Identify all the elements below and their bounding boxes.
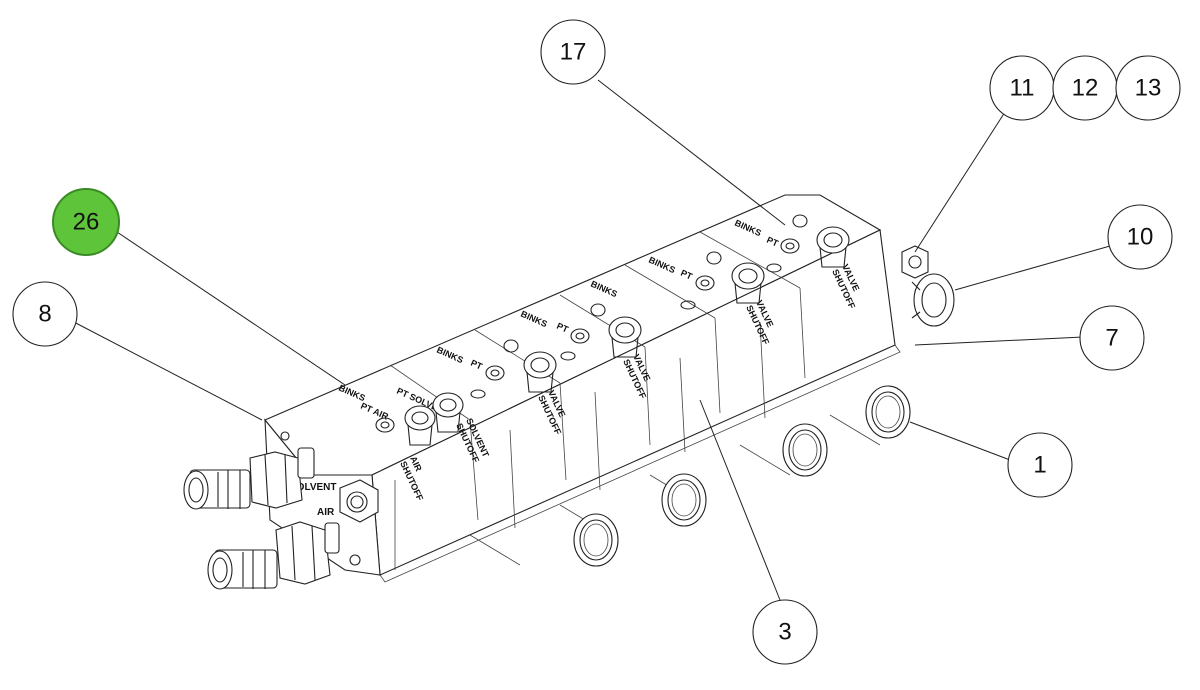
end-face-details: SOLVENT AIR bbox=[280, 431, 379, 566]
leader-lines bbox=[69, 79, 1111, 601]
callout-bubble-1[interactable]: 1 bbox=[1007, 432, 1073, 498]
callout-number: 7 bbox=[1105, 325, 1118, 352]
end-plug bbox=[339, 479, 379, 523]
port-fitting bbox=[573, 513, 619, 567]
solvent-inlet-label: SOLVENT bbox=[290, 482, 336, 493]
leader-1 bbox=[909, 421, 1011, 461]
leader-8 bbox=[69, 319, 263, 421]
pt-label: PT bbox=[679, 268, 694, 282]
pt-label: PT bbox=[765, 235, 780, 249]
leader-26 bbox=[116, 231, 346, 386]
air-quick-disconnect bbox=[207, 521, 340, 590]
leader-17 bbox=[597, 79, 786, 226]
callout-bubble-7[interactable]: 7 bbox=[1079, 305, 1145, 371]
shutoff-knob bbox=[731, 262, 765, 304]
port-fitting bbox=[782, 423, 828, 477]
shutoff-knob bbox=[523, 351, 557, 393]
bottom-port-group bbox=[469, 385, 911, 567]
callout-number: 8 bbox=[38, 301, 51, 328]
solvent-quick-disconnect bbox=[183, 447, 315, 510]
leader-7 bbox=[914, 336, 1084, 346]
callout-number: 26 bbox=[73, 209, 100, 236]
callout-number: 10 bbox=[1127, 224, 1154, 251]
pt-label: PT bbox=[469, 358, 484, 372]
callout-number: 1 bbox=[1033, 452, 1046, 479]
port-fitting bbox=[661, 473, 707, 527]
leader-3 bbox=[699, 399, 781, 601]
callout-bubble-17[interactable]: 17 bbox=[540, 19, 606, 85]
right-end-fittings bbox=[901, 245, 955, 327]
shutoff-knob bbox=[816, 226, 850, 268]
leader-10 bbox=[954, 245, 1111, 291]
pt-label: PT bbox=[555, 321, 570, 335]
shutoff-knob bbox=[432, 392, 464, 433]
shutoff-knob bbox=[404, 405, 436, 446]
callout-number: 11 bbox=[1010, 75, 1035, 102]
callout-bubble-10[interactable]: 10 bbox=[1107, 204, 1173, 270]
callout-bubble-11[interactable]: 11 bbox=[989, 55, 1055, 121]
callout-number: 13 bbox=[1135, 75, 1162, 102]
callout-number: 12 bbox=[1072, 75, 1099, 102]
callout-number: 17 bbox=[560, 39, 587, 66]
callout-bubble-26[interactable]: 26 bbox=[52, 188, 120, 256]
callout-bubble-3[interactable]: 3 bbox=[752, 599, 818, 665]
port-fitting bbox=[865, 385, 911, 439]
callout-bubble-8[interactable]: 8 bbox=[12, 281, 78, 347]
leader-11 bbox=[914, 111, 1006, 253]
shutoff-knob bbox=[608, 316, 642, 358]
callout-bubble-12[interactable]: 12 bbox=[1052, 55, 1118, 121]
callout-number: 3 bbox=[778, 619, 791, 646]
air-inlet-label: AIR bbox=[317, 507, 335, 518]
callout-bubble-13[interactable]: 13 bbox=[1115, 55, 1181, 121]
